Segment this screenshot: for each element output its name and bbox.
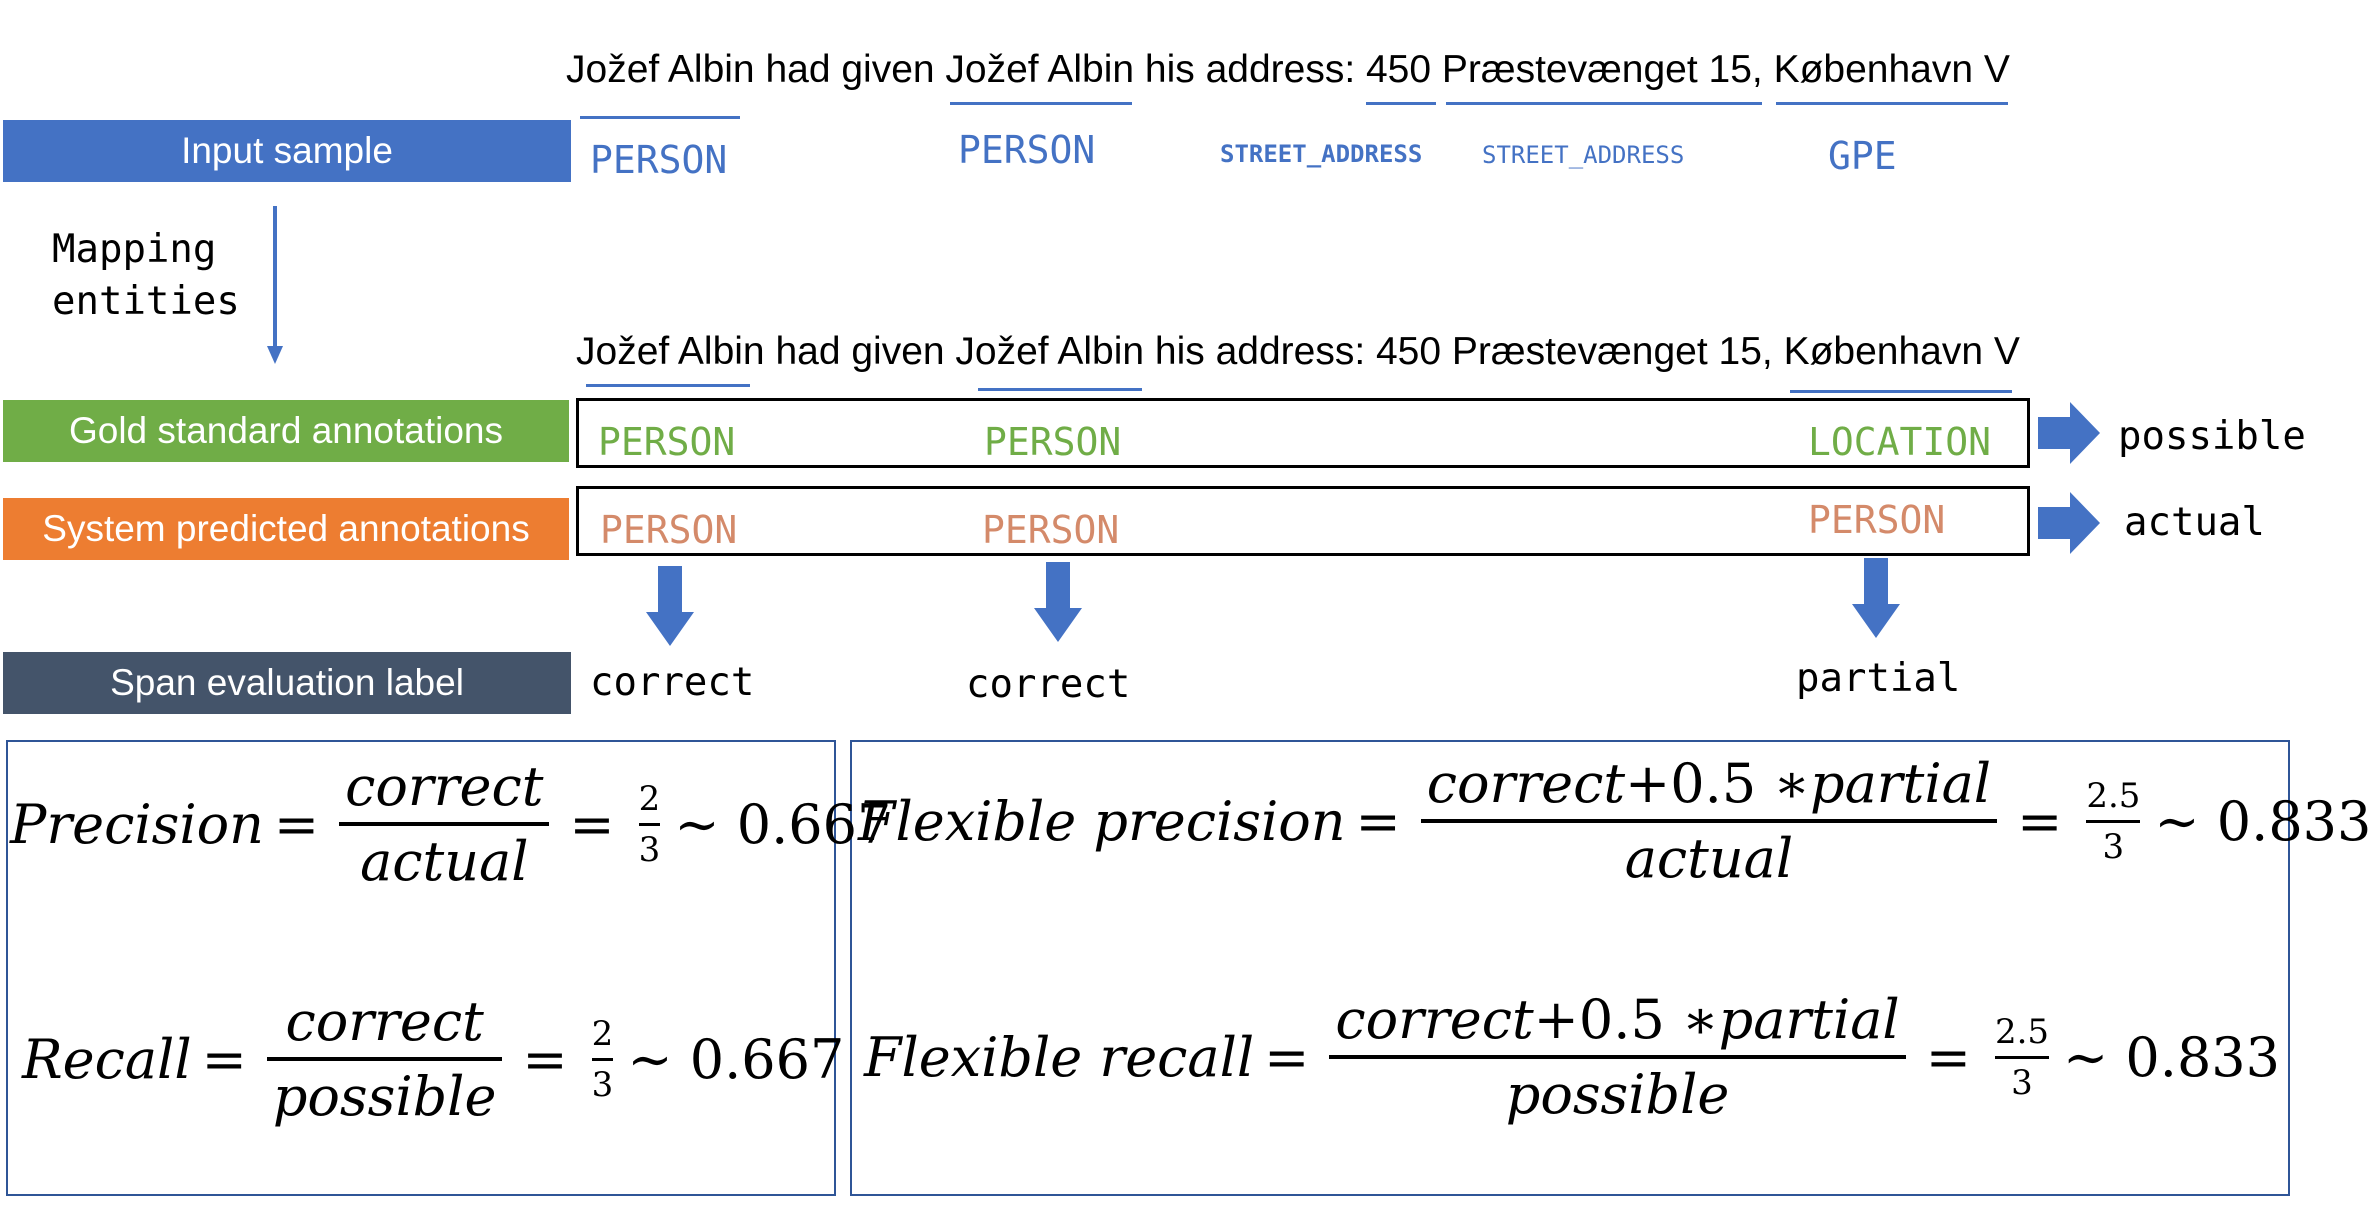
precision-eq2: =: [569, 792, 615, 856]
flex-precision-num-weight: +0.5 ∗: [1625, 752, 1811, 815]
flex-precision-approx: ∼ 0.833: [2154, 789, 2371, 853]
recall-numerator: correct: [285, 990, 484, 1053]
flex-precision-num-partial: partial: [1810, 752, 1992, 815]
flex-recall-numerator: correct+0.5 ∗partial: [1329, 988, 1905, 1055]
recall-denominator: possible: [272, 1065, 497, 1128]
flex-precision-value-num: 2.5: [2086, 775, 2141, 816]
outcome-possible: possible: [2118, 414, 2306, 459]
system-tag-2: PERSON: [982, 508, 1120, 552]
recall-eq2: =: [522, 1027, 568, 1091]
flex-recall-denominator: possible: [1505, 1063, 1730, 1126]
eval-label-2: correct: [966, 662, 1131, 707]
flex-recall-value-den: 3: [2011, 1062, 2033, 1103]
gold-tag-1: PERSON: [598, 420, 736, 464]
flex-precision-eq1: =: [1355, 789, 1401, 853]
gold-outcome-arrow: [2038, 402, 2100, 464]
flex-recall-value-fraction: 2.5 3: [1994, 1011, 2050, 1103]
eval-arrow-3: [1852, 558, 1900, 638]
outcome-actual: actual: [2124, 500, 2265, 545]
mapped-sentence: Jožef Albin had given Jožef Albin his ad…: [576, 330, 2020, 373]
flex-recall-num-correct: correct: [1335, 988, 1534, 1051]
flex-recall-lhs: Flexible recall: [864, 1025, 1255, 1089]
precision-value-num: 2: [638, 778, 661, 819]
flex-precision-value-fraction: 2.5 3: [2086, 775, 2141, 867]
precision-value-den: 3: [638, 829, 661, 870]
recall-value-den: 3: [591, 1064, 614, 1105]
recall-value-num: 2: [591, 1013, 614, 1054]
recall-approx: ∼ 0.667: [627, 1027, 845, 1091]
system-annotations-label: System predicted annotations: [3, 498, 569, 560]
underline-street2: [1446, 102, 1762, 105]
underline-mapped-person1: [586, 384, 750, 387]
flex-recall-num-weight: +0.5 ∗: [1533, 988, 1719, 1051]
flex-precision-denominator: actual: [1624, 827, 1794, 890]
precision-eq1: =: [273, 792, 320, 856]
gold-annotations-box: [576, 398, 2030, 468]
mapping-arrow: [267, 206, 283, 364]
precision-denominator: actual: [360, 830, 529, 893]
eval-label-1: correct: [590, 660, 755, 705]
gold-tag-3: LOCATION: [1808, 420, 1992, 464]
flex-precision-lhs: Flexible precision: [858, 789, 1346, 853]
flex-recall-num-partial: partial: [1718, 988, 1900, 1051]
precision-numerator: correct: [345, 755, 544, 818]
flex-recall-formula: Flexible recall = correct+0.5 ∗partial p…: [864, 988, 2280, 1126]
underline-mapped-location: [1790, 390, 2012, 393]
flex-precision-eq2: =: [2017, 789, 2063, 853]
recall-formula: Recall = correct possible = 2 3 ∼ 0.667: [22, 990, 844, 1128]
tag-input-street1: STREET_ADDRESS: [1220, 140, 1423, 168]
precision-lhs: Precision: [10, 792, 264, 856]
underline-mapped-person2: [978, 388, 1142, 391]
underline-person2: [950, 102, 1132, 105]
input-sample-label: Input sample: [3, 120, 571, 182]
tag-input-gpe: GPE: [1828, 134, 1897, 178]
flex-precision-value-den: 3: [2102, 826, 2125, 867]
precision-fraction: correct actual: [339, 755, 550, 893]
gold-annotations-label: Gold standard annotations: [3, 400, 569, 462]
flex-recall-eq1: =: [1264, 1025, 1310, 1089]
flex-precision-num-correct: correct: [1426, 752, 1626, 815]
flex-recall-value-num: 2.5: [1994, 1011, 2050, 1052]
precision-formula: Precision = correct actual = 2 3 ∼ 0.667: [10, 755, 891, 893]
system-outcome-arrow: [2038, 492, 2100, 554]
flex-precision-numerator: correct+0.5 ∗partial: [1421, 752, 1997, 819]
standard-metrics-panel: [6, 740, 836, 1196]
system-tag-1: PERSON: [600, 508, 738, 552]
tag-input-person1: PERSON: [590, 138, 728, 182]
eval-arrow-1: [646, 566, 694, 646]
recall-fraction: correct possible: [266, 990, 503, 1128]
tag-input-person2: PERSON: [958, 128, 1096, 172]
recall-value-fraction: 2 3: [591, 1013, 614, 1105]
precision-value-fraction: 2 3: [638, 778, 661, 870]
recall-eq1: =: [201, 1027, 247, 1091]
flex-recall-approx: ∼ 0.833: [2063, 1025, 2281, 1089]
eval-label-3: partial: [1796, 656, 1961, 701]
mapping-entities-label: Mapping entities: [52, 227, 240, 324]
flex-precision-formula: Flexible precision = correct+0.5 ∗partia…: [858, 752, 2371, 890]
flex-recall-eq2: =: [1925, 1025, 1971, 1089]
system-tag-3: PERSON: [1808, 498, 1946, 542]
underline-gpe: [1776, 102, 2008, 105]
gold-tag-2: PERSON: [984, 420, 1122, 464]
eval-arrow-2: [1034, 562, 1082, 642]
system-annotations-box: [576, 486, 2030, 556]
underline-person1: [580, 116, 740, 119]
flex-recall-fraction: correct+0.5 ∗partial possible: [1329, 988, 1906, 1126]
span-eval-label: Span evaluation label: [3, 652, 571, 714]
precision-approx: ∼ 0.667: [674, 792, 892, 856]
recall-lhs: Recall: [22, 1027, 192, 1091]
flex-precision-fraction: correct+0.5 ∗partial actual: [1420, 752, 1998, 890]
tag-input-street2: STREET_ADDRESS: [1482, 141, 1685, 169]
input-sentence: Jožef Albin had given Jožef Albin his ad…: [566, 48, 2010, 91]
underline-street1: [1366, 102, 1436, 105]
flexible-metrics-panel: [850, 740, 2290, 1196]
